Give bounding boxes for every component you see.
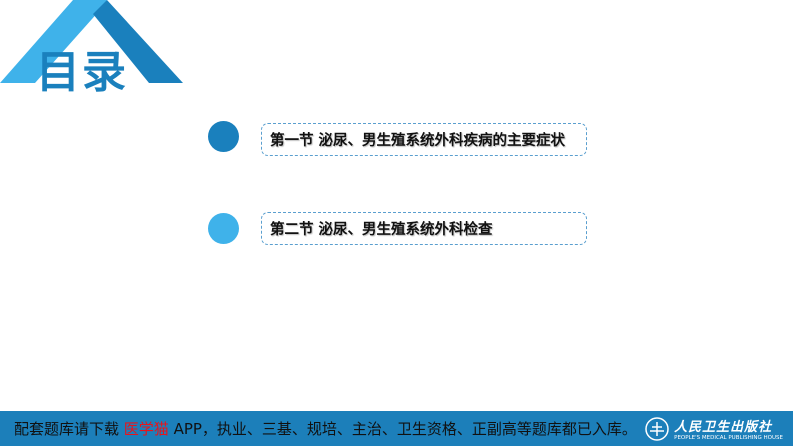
publisher-name-en: PEOPLE'S MEDICAL PUBLISHING HOUSE bbox=[674, 435, 783, 441]
footer-text-before: 配套题库请下载 bbox=[14, 420, 124, 438]
toc-item-1-label: 第一节 泌尿、男生殖系统外科疾病的主要症状 bbox=[270, 133, 566, 149]
toc-item-2[interactable]: 第二节 泌尿、男生殖系统外科检查 bbox=[261, 212, 587, 245]
publisher-logo: 人民卫生出版社 PEOPLE'S MEDICAL PUBLISHING HOUS… bbox=[644, 414, 783, 443]
publisher-emblem-icon bbox=[645, 416, 669, 441]
footer-banner: 配套题库请下载 医学猫 APP，执业、三基、规培、主治、卫生资格、正副高等题库都… bbox=[0, 411, 793, 446]
page-title: 目录 bbox=[36, 47, 128, 98]
toc-item-1[interactable]: 第一节 泌尿、男生殖系统外科疾病的主要症状 bbox=[261, 123, 587, 156]
app-name-highlight: 医学猫 bbox=[123, 420, 169, 438]
footer-text-after: APP，执业、三基、规培、主治、卫生资格、正副高等题库都已入库。 bbox=[168, 420, 637, 438]
item-2-bullet bbox=[208, 213, 239, 244]
publisher-name-cn: 人民卫生出版社 bbox=[674, 420, 773, 435]
roof-logo-graphic bbox=[0, 0, 183, 83]
item-1-bullet bbox=[208, 121, 239, 152]
toc-item-2-label: 第二节 泌尿、男生殖系统外科检查 bbox=[270, 222, 493, 238]
roof-left-band bbox=[0, 0, 107, 83]
roof-right-band bbox=[93, 0, 183, 83]
footer-text: 配套题库请下载 医学猫 APP，执业、三基、规培、主治、卫生资格、正副高等题库都… bbox=[14, 418, 637, 439]
